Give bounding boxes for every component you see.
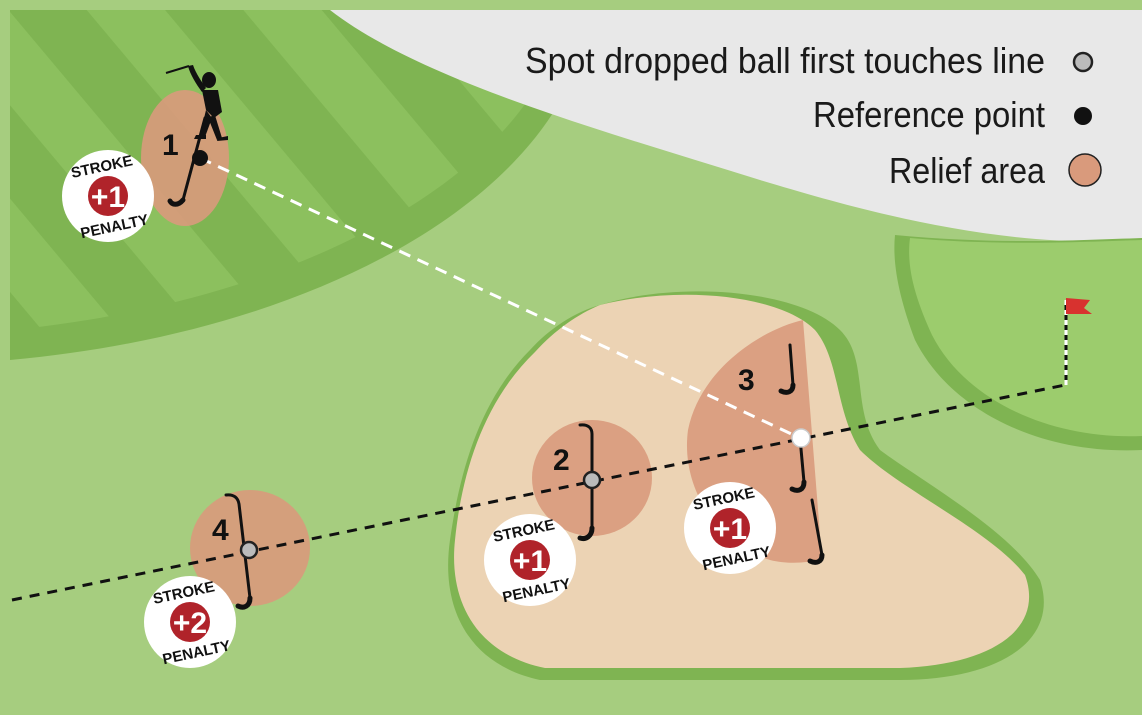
legend-spot-icon: [1072, 51, 1094, 73]
drop-spot-marker-2: [582, 470, 602, 490]
penalty-badge-3: STROKE +1 PENALTY: [684, 482, 776, 574]
penalty-badge-4: STROKE +2 PENALTY: [144, 576, 236, 668]
badge-penalty-value: +2: [173, 607, 207, 640]
legend-background: [330, 10, 1142, 242]
badge-penalty-value: +1: [91, 181, 125, 214]
flag-icon: [1064, 298, 1092, 385]
reference-point-marker: [192, 150, 208, 166]
option-number-1: 1: [162, 129, 179, 162]
legend-reference-icon: [1074, 107, 1092, 125]
golfer-icon: [165, 65, 228, 141]
legend-reference-label: Reference point: [813, 94, 1045, 135]
legend-relief-label: Relief area: [889, 150, 1046, 191]
badge-penalty-value: +1: [513, 545, 547, 578]
ball-icon: [791, 428, 811, 448]
option-number-2: 2: [553, 444, 570, 477]
penalty-badge-2: STROKE +1 PENALTY: [484, 514, 576, 606]
legend: Spot dropped ball first touches line Ref…: [525, 40, 1102, 191]
option-number-3: 3: [738, 364, 755, 397]
legend-relief-icon: [1068, 153, 1102, 187]
putting-green: [909, 238, 1142, 437]
golf-club-icon: [167, 116, 825, 610]
legend-spot-label: Spot dropped ball first touches line: [525, 40, 1045, 81]
badge-penalty-value: +1: [713, 513, 747, 546]
option-number-4: 4: [212, 514, 229, 547]
ball-to-reference-line: [199, 156, 801, 440]
drop-spot-marker-4: [239, 540, 259, 560]
penalty-badge-1: STROKE +1 PENALTY: [62, 150, 154, 242]
